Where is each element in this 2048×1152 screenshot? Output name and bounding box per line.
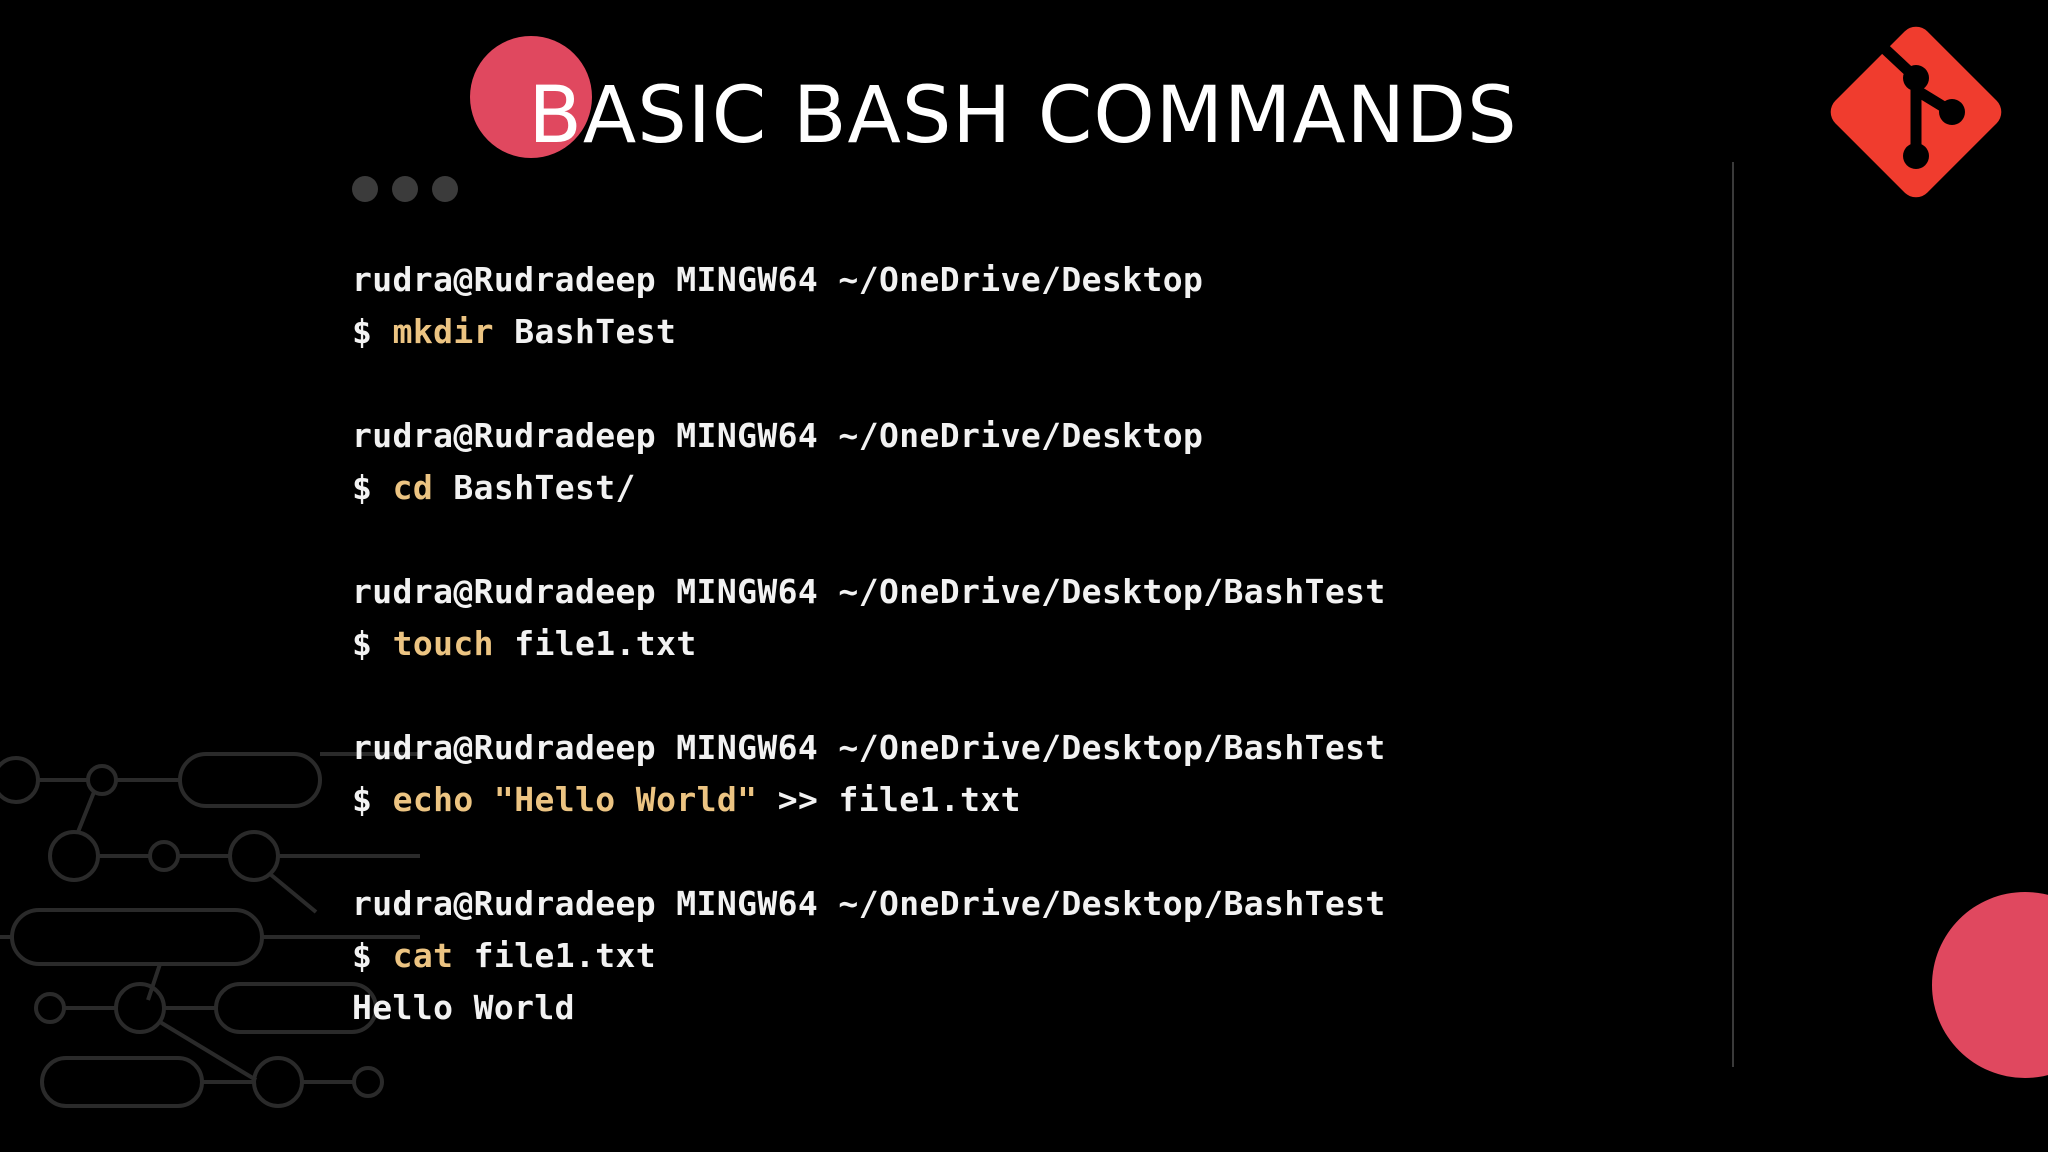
terminal-output: rudra@Rudradeep MINGW64 ~/OneDrive/Deskt… — [352, 254, 1386, 1034]
prompt-line: rudra@Rudradeep MINGW64 ~/OneDrive/Deskt… — [352, 884, 1386, 923]
command-line: $ cd BashTest/ — [352, 462, 1386, 514]
command-name: cat — [392, 936, 454, 975]
decorative-circle-top — [470, 36, 592, 158]
prompt-line: rudra@Rudradeep MINGW64 ~/OneDrive/Deskt… — [352, 572, 1386, 611]
command-output: Hello World — [352, 988, 575, 1027]
prompt-symbol: $ — [352, 312, 373, 351]
prompt-line: rudra@Rudradeep MINGW64 ~/OneDrive/Deskt… — [352, 416, 1204, 455]
prompt-symbol: $ — [352, 624, 373, 663]
command-args: file1.txt — [473, 936, 657, 975]
command-line: $ cat file1.txt — [352, 930, 1386, 982]
command-args: BashTest — [514, 312, 677, 351]
prompt-line: rudra@Rudradeep MINGW64 ~/OneDrive/Deskt… — [352, 728, 1386, 767]
window-dot — [352, 176, 378, 202]
git-logo-icon — [1830, 26, 2002, 198]
command-args: >> file1.txt — [777, 780, 1021, 819]
command-string-arg: "Hello World" — [493, 780, 758, 819]
blank-line — [352, 826, 1386, 878]
command-name: touch — [392, 624, 494, 663]
command-name: cd — [392, 468, 434, 507]
command-line: $ mkdir BashTest — [352, 306, 1386, 358]
prompt-line: rudra@Rudradeep MINGW64 ~/OneDrive/Deskt… — [352, 260, 1204, 299]
command-name: echo — [392, 780, 474, 819]
window-dot — [432, 176, 458, 202]
command-args: file1.txt — [514, 624, 697, 663]
vertical-divider — [1732, 162, 1734, 1067]
command-line: $ echo "Hello World" >> file1.txt — [352, 774, 1386, 826]
blank-line — [352, 514, 1386, 566]
prompt-symbol: $ — [352, 936, 373, 975]
prompt-symbol: $ — [352, 780, 373, 819]
window-dot — [392, 176, 418, 202]
command-line: $ touch file1.txt — [352, 618, 1386, 670]
decorative-circle-bottom-right — [1932, 892, 2048, 1078]
network-graph-icon — [0, 752, 420, 1108]
blank-line — [352, 358, 1386, 410]
command-name: mkdir — [392, 312, 494, 351]
command-args: BashTest/ — [453, 468, 636, 507]
window-dots-icon — [352, 176, 458, 202]
prompt-symbol: $ — [352, 468, 373, 507]
blank-line — [352, 670, 1386, 722]
slide-title: BASIC BASH COMMANDS — [528, 71, 1518, 161]
